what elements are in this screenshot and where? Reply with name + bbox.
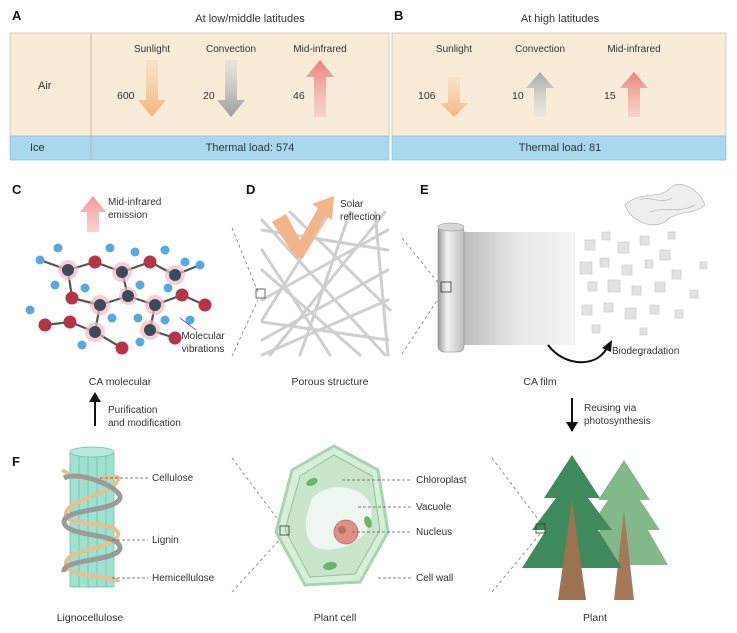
sunlight-value-b: 106 xyxy=(418,90,436,102)
purification-label-line2: and modification xyxy=(108,418,181,429)
reusing-label-line1: Reusing via xyxy=(584,403,637,414)
plant-cell xyxy=(274,444,390,587)
plant-trees xyxy=(522,455,668,600)
connector-d-e xyxy=(401,237,441,355)
ice-label: Ice xyxy=(30,142,45,154)
emission-label-line2: emission xyxy=(108,210,148,221)
cell-wall-label: Cell wall xyxy=(416,573,454,584)
caption-ca-molecular: CA molecular xyxy=(88,376,152,388)
caption-plant-cell: Plant cell xyxy=(313,612,357,624)
emission-arrow xyxy=(80,196,106,232)
midir-value-a: 46 xyxy=(293,90,305,102)
lignocellulose-leaders xyxy=(100,477,148,579)
chloroplast-label: Chloroplast xyxy=(416,475,467,486)
vibration-label-line1: Molecular xyxy=(181,331,225,342)
biodegradation-squares xyxy=(579,231,708,336)
vacuole-label: Vacuole xyxy=(416,502,452,513)
arrow-convection-a xyxy=(217,60,245,117)
vibration-label: Molecular vibrations xyxy=(168,330,238,356)
arrow-midir-b xyxy=(620,72,648,117)
purification-label-line1: Purification xyxy=(108,405,158,416)
midir-label-a: Mid-infrared xyxy=(293,44,347,55)
panel-letter-a: A xyxy=(12,8,22,23)
panel-letter-e: E xyxy=(420,182,429,197)
panel-b-header: At high latitudes xyxy=(520,13,600,25)
panel-letter-f: F xyxy=(12,454,20,469)
biodegradation-arrow-head xyxy=(602,340,612,352)
panel-b-table xyxy=(391,32,727,161)
connector-c-d xyxy=(231,227,259,357)
arrow-sunlight-b xyxy=(440,77,468,117)
plant-cell-leaders xyxy=(342,479,412,579)
vibration-label-line2: vibrations xyxy=(181,344,225,355)
degradation-smoke xyxy=(624,183,706,226)
purification-arrow xyxy=(89,392,101,426)
nucleus-label: Nucleus xyxy=(416,527,453,538)
ca-film xyxy=(437,222,575,353)
biodegradation-arrow xyxy=(547,344,609,364)
solar-reflection-arrow xyxy=(272,196,334,258)
molecule-atoms xyxy=(25,243,212,355)
reusing-arrow xyxy=(566,398,578,432)
convection-label-b: Convection xyxy=(514,44,566,55)
arrow-convection-b xyxy=(526,72,554,117)
caption-plant: Plant xyxy=(583,612,607,624)
vibration-pointer xyxy=(179,317,197,331)
reusing-label-line2: photosynthesis xyxy=(584,416,651,427)
reflection-label-line2: reflection xyxy=(340,212,381,223)
connector-cell-plant xyxy=(491,457,541,593)
convection-value-a: 20 xyxy=(203,90,215,102)
thermal-load-a: Thermal load: 574 xyxy=(205,142,295,154)
panel-a-header: At low/middle latitudes xyxy=(195,13,305,25)
arrow-sunlight-a xyxy=(138,60,166,117)
caption-lignocellulose: Lignocellulose xyxy=(56,612,124,624)
emission-label-line1: Mid-infrared xyxy=(108,197,162,208)
air-label: Air xyxy=(38,80,52,92)
reflection-label: Solar reflection xyxy=(340,198,381,224)
reusing-label: Reusing via photosynthesis xyxy=(584,402,651,428)
sunlight-label-a: Sunlight xyxy=(133,44,171,55)
reflection-label-line1: Solar xyxy=(340,199,364,210)
caption-ca-film: CA film xyxy=(523,376,557,388)
convection-label-a: Convection xyxy=(205,44,257,55)
cellulose-label: Cellulose xyxy=(152,473,194,484)
caption-porous-structure: Porous structure xyxy=(291,376,369,388)
panel-letter-c: C xyxy=(12,182,22,197)
hemicellulose-label: Hemicellulose xyxy=(152,573,215,584)
convection-value-b: 10 xyxy=(512,90,524,102)
emission-label: Mid-infrared emission xyxy=(108,196,161,222)
connector-f-cell xyxy=(231,457,283,593)
zoom-box-d xyxy=(255,288,266,299)
panel-letter-b: B xyxy=(394,8,404,23)
lignocellulose-bundle xyxy=(60,446,123,588)
sunlight-label-b: Sunlight xyxy=(435,44,473,55)
panel-letter-d: D xyxy=(246,182,256,197)
sunlight-value-a: 600 xyxy=(117,90,135,102)
midir-value-b: 15 xyxy=(604,90,616,102)
biodegradation-label: Biodegradation xyxy=(612,346,680,357)
thermal-load-b: Thermal load: 81 xyxy=(518,142,602,154)
purification-label: Purification and modification xyxy=(108,404,181,430)
arrow-midir-a xyxy=(306,60,334,117)
midir-label-b: Mid-infrared xyxy=(607,44,661,55)
lignin-label: Lignin xyxy=(152,535,179,546)
